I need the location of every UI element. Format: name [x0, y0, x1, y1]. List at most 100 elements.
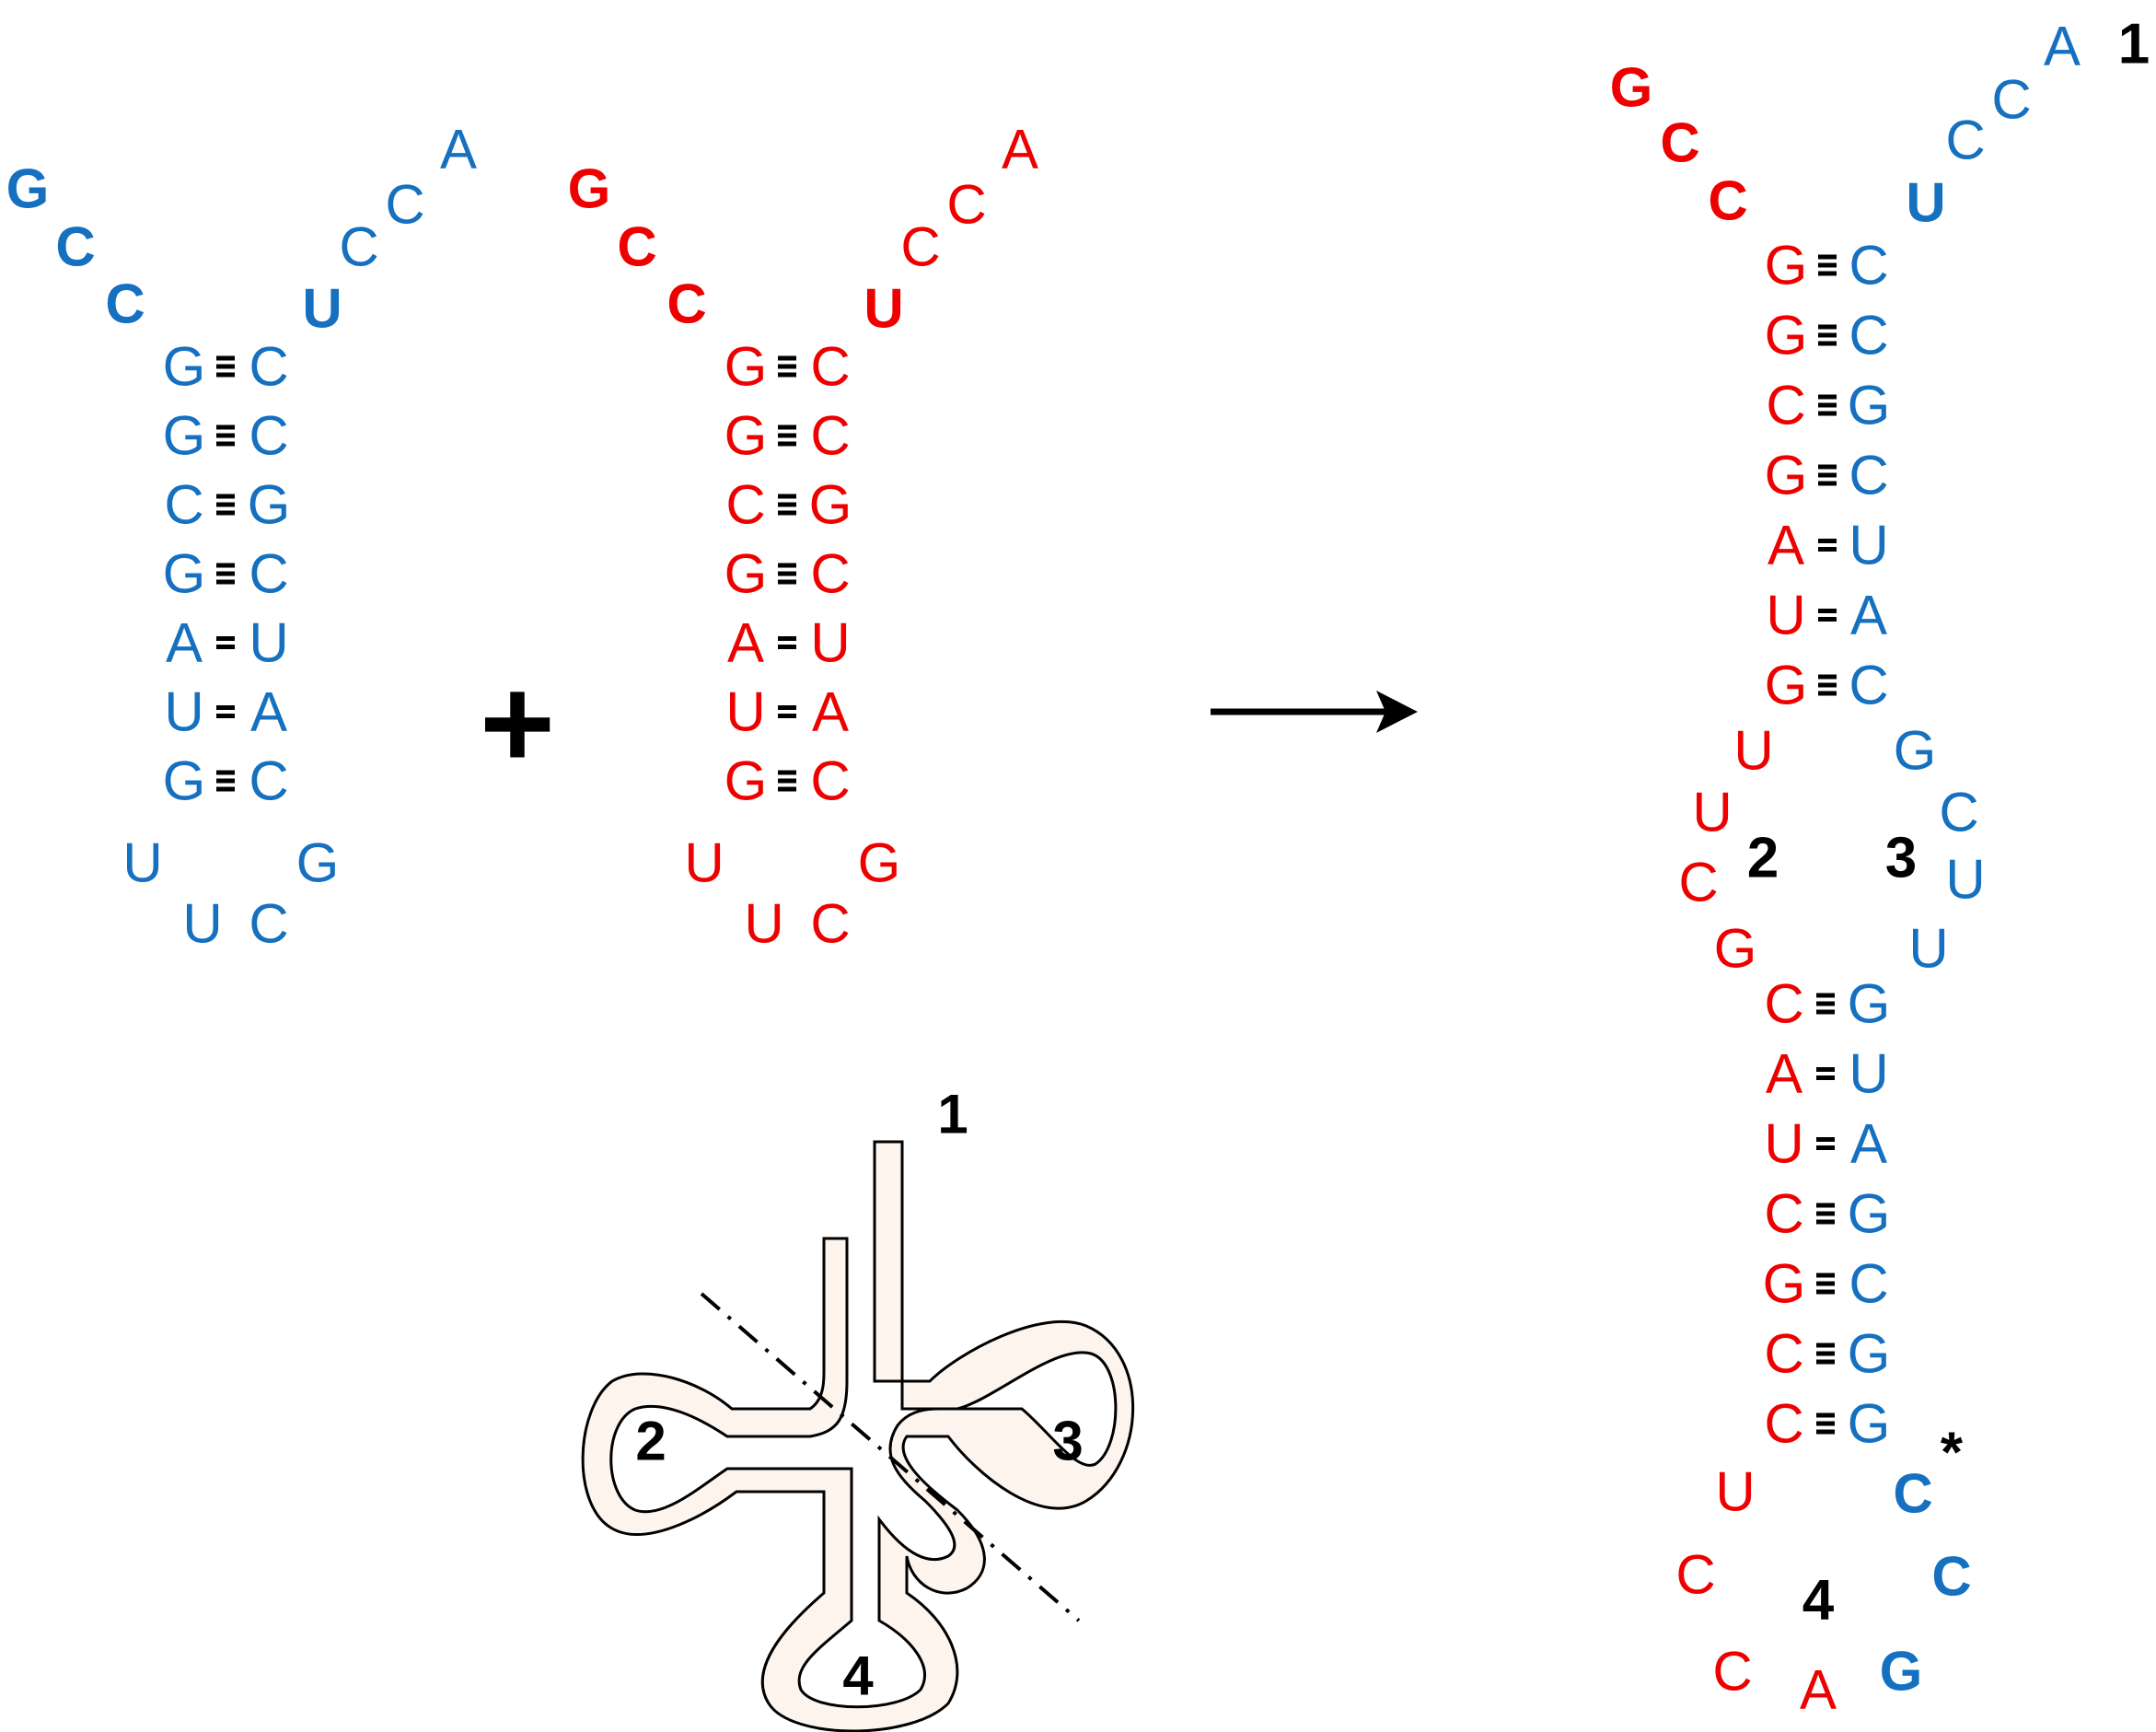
loop-nucleotide: G — [1894, 720, 1937, 782]
stem-nucleotide: C — [249, 750, 288, 812]
stem-nucleotide: C — [810, 750, 850, 812]
stem-nucleotide: G — [809, 474, 852, 536]
loop-nucleotide: U — [1692, 782, 1732, 843]
stem-nucleotide: A — [1850, 585, 1887, 646]
stem-nucleotide: U — [1764, 1113, 1803, 1175]
loop-nucleotide: U — [1715, 1461, 1755, 1523]
stem-nucleotide: A — [1766, 1043, 1802, 1105]
stem-nucleotide: G — [1765, 445, 1808, 506]
tail-nucleotide: A — [2044, 16, 2081, 77]
tail-nucleotide: A — [440, 119, 477, 180]
tail-nucleotide: U — [302, 278, 342, 340]
tail-nucleotide: U — [864, 278, 903, 340]
base-pair-bond — [1818, 609, 1837, 622]
base-pair-bond — [1816, 1412, 1835, 1435]
loop-nucleotide: A — [1800, 1659, 1837, 1721]
stem-nucleotide: A — [1850, 1113, 1887, 1175]
tail-nucleotide: C — [339, 216, 378, 278]
stem-nucleotide: C — [1849, 235, 1888, 296]
loop-nucleotide: G — [1714, 918, 1757, 980]
stem-nucleotide: U — [725, 681, 765, 743]
base-pair-bond — [778, 424, 796, 447]
stem-nucleotide: C — [810, 543, 850, 605]
stem-nucleotide: G — [163, 405, 206, 467]
base-pair-bond — [216, 424, 235, 447]
base-pair-bond — [1818, 539, 1837, 552]
stem-nucleotide: U — [1849, 515, 1888, 576]
stem-nucleotide: C — [1764, 1183, 1803, 1245]
stem-nucleotide: C — [1849, 1253, 1888, 1315]
stem-nucleotide: G — [1848, 1393, 1891, 1455]
tail-nucleotide: C — [385, 174, 424, 236]
base-pair-bond — [216, 563, 235, 585]
stem-nucleotide: C — [810, 405, 850, 467]
base-pair-bond — [1816, 1067, 1835, 1080]
loop-nucleotide: C — [249, 893, 288, 955]
loop-nucleotide: C — [1712, 1641, 1752, 1703]
stem-nucleotide: C — [1766, 375, 1805, 436]
stem-nucleotide: U — [249, 612, 288, 674]
base-pair-bond — [1818, 464, 1837, 486]
loop-nucleotide: G — [296, 832, 340, 894]
base-pair-bond — [778, 355, 796, 378]
tail-nucleotide: C — [900, 216, 940, 278]
stem-nucleotide: C — [1849, 445, 1888, 506]
stem-nucleotide: G — [724, 405, 768, 467]
asterisk-marker: * — [1941, 1422, 1964, 1485]
stem-nucleotide: C — [1849, 655, 1888, 716]
stem-nucleotide: C — [1764, 1323, 1803, 1385]
base-pair-bond — [1818, 254, 1837, 276]
stem-nucleotide: A — [250, 681, 287, 743]
base-pair-bond — [1816, 1137, 1835, 1150]
base-pair-bond — [1816, 1343, 1835, 1365]
base-pair-bond — [778, 494, 796, 516]
tail-nucleotide: C — [617, 216, 656, 278]
trna-schematic: 1 2 3 4 — [581, 1084, 1135, 1732]
stem-nucleotide: G — [248, 474, 291, 536]
loop-nucleotide: U — [1908, 918, 1948, 980]
tail-nucleotide: C — [1991, 69, 2031, 131]
base-pair-bond — [778, 705, 796, 718]
base-pair-bond — [778, 563, 796, 585]
stem-nucleotide: U — [810, 612, 850, 674]
stem-nucleotide: A — [727, 612, 764, 674]
base-pair-bond — [216, 705, 235, 718]
stem-nucleotide: G — [163, 336, 206, 398]
stem-nucleotide: A — [812, 681, 849, 743]
schematic-label-2: 2 — [635, 1411, 666, 1472]
loop-nucleotide: C — [1939, 782, 1978, 843]
loop-nucleotide: C — [1931, 1546, 1971, 1608]
base-pair-bond — [1816, 1273, 1835, 1295]
schematic-label-1: 1 — [937, 1084, 968, 1145]
cleavage-dashdot-line — [700, 1292, 1081, 1622]
stem-nucleotide: U — [164, 681, 203, 743]
tail-nucleotide: U — [1906, 172, 1945, 234]
stem-nucleotide: C — [249, 405, 288, 467]
tail-nucleotide: G — [1610, 57, 1653, 119]
loop-nucleotide: U — [122, 832, 162, 894]
base-pair-bond — [1818, 394, 1837, 416]
stem-nucleotide: G — [1765, 305, 1808, 366]
region-label-3: 3 — [1885, 827, 1917, 890]
stem-nucleotide: G — [1848, 973, 1891, 1035]
loop-nucleotide: U — [684, 832, 724, 894]
stem-nucleotide: A — [1768, 515, 1804, 576]
tail-nucleotide: C — [105, 273, 145, 335]
base-pair-bond — [778, 770, 796, 792]
stem-nucleotide: U — [1849, 1043, 1888, 1105]
base-pair-bond — [216, 355, 235, 378]
loop-nucleotide: C — [1678, 852, 1718, 913]
stem-nucleotide: G — [724, 750, 768, 812]
stem-nucleotide: G — [1848, 375, 1891, 436]
loop-nucleotide: U — [182, 893, 222, 955]
loop-nucleotide: U — [744, 893, 783, 955]
tail-nucleotide: C — [1660, 112, 1699, 174]
stem-nucleotide: G — [724, 336, 768, 398]
stem-nucleotide: C — [164, 474, 203, 536]
stem-nucleotide: C — [1764, 973, 1803, 1035]
plus-operator: + — [480, 651, 555, 796]
